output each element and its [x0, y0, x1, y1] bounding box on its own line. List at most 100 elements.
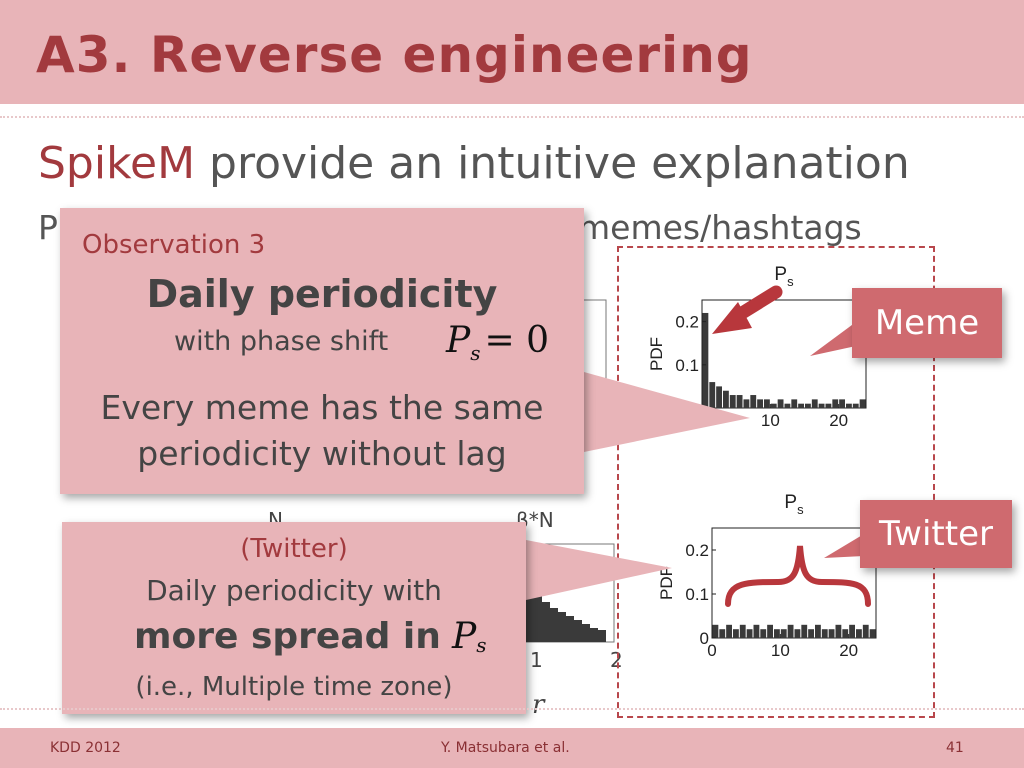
x-tick-label: 20: [829, 411, 848, 430]
bar: [719, 629, 726, 638]
bar: [869, 629, 876, 638]
observation-phase-text: with phase shift: [174, 326, 389, 357]
bar: [739, 624, 746, 638]
bar: [842, 629, 849, 638]
observation-heading: Daily periodicity: [146, 272, 498, 316]
footer-page-number: 41: [946, 740, 964, 756]
bar: [736, 395, 743, 408]
bar: [828, 629, 835, 638]
bar: [859, 399, 866, 408]
bar: [774, 629, 780, 638]
y-axis-label: PDF: [657, 566, 676, 600]
bar: [777, 399, 784, 408]
phase-shift-formula: Ps= 0: [446, 320, 549, 365]
twitter-note-symbol-sub: s: [476, 633, 487, 658]
bar: [780, 629, 787, 638]
bar: [723, 390, 729, 408]
observation-line-1: Every meme has the same: [100, 388, 544, 427]
bar: [750, 395, 757, 408]
bar: [787, 624, 794, 638]
formula-symbol: P: [446, 320, 471, 361]
plot-frame: [711, 527, 877, 639]
slide-subtitle: SpikeM provide an intuitive explanation: [38, 138, 910, 189]
bar: [849, 624, 855, 638]
y-tick-label: 0.2: [685, 541, 709, 560]
background-bars: [526, 590, 606, 642]
x-tick-label: 0: [707, 641, 716, 660]
bar: [743, 399, 750, 408]
chart-title: Ps: [784, 492, 804, 517]
footer-divider: [0, 708, 1024, 710]
formula-value: = 0: [484, 320, 550, 361]
bar: [794, 629, 801, 638]
slide-title: A3. Reverse engineering: [36, 26, 753, 84]
subtitle-rest: provide an intuitive explanation: [195, 138, 910, 189]
twitter-note-line-3: more spread in Ps: [134, 616, 486, 657]
y-tick-label: 0.1: [685, 585, 709, 604]
twitter-callout: [62, 522, 526, 714]
bar: [702, 312, 709, 408]
bar: [825, 403, 832, 408]
bar: [726, 624, 732, 638]
twitter-label: Twitter: [860, 500, 1012, 568]
y-axis-label: PDF: [647, 337, 666, 371]
footer-authors: Y. Matsubara et al.: [441, 740, 570, 756]
bar: [798, 403, 804, 408]
bar: [753, 624, 760, 638]
observation-line-2: periodicity without lag: [137, 434, 507, 473]
twitter-note-heading: (Twitter): [240, 534, 348, 564]
bar: [767, 624, 773, 638]
formula-subscript: s: [470, 341, 481, 366]
bar: [764, 399, 770, 408]
background-tick-2: 2: [610, 648, 623, 672]
header-divider: [0, 116, 1024, 118]
bar: [784, 403, 791, 408]
bar: [746, 629, 753, 638]
bar: [716, 386, 722, 408]
bar: [846, 403, 852, 408]
x-tick-label: 0: [697, 411, 706, 430]
bar: [709, 382, 716, 408]
bar: [757, 399, 763, 408]
bar: [852, 403, 859, 408]
y-tick-label: 0.1: [675, 356, 699, 375]
bar: [791, 399, 798, 408]
y-tick-label: 0: [700, 629, 709, 648]
y-tick-label: 0.2: [675, 313, 699, 332]
bar: [770, 403, 777, 408]
charts-dashed-frame: [617, 246, 935, 718]
bar: [832, 399, 839, 408]
bar: [808, 629, 814, 638]
footer-venue: KDD 2012: [50, 740, 121, 756]
observation-label: Observation 3: [82, 230, 266, 260]
bar: [729, 395, 736, 408]
twitter-note-emphasis: more spread in: [134, 616, 441, 657]
x-tick-label: 10: [761, 411, 780, 430]
twitter-note-line-4: (i.e., Multiple time zone): [135, 672, 453, 702]
subtitle-accent: SpikeM: [38, 138, 196, 189]
background-r-label: r: [532, 690, 545, 720]
background-tick-1: 1: [530, 648, 543, 672]
bar: [712, 624, 719, 638]
subline-left: P: [38, 208, 58, 247]
subline-right: memes/hashtags: [578, 208, 862, 247]
observation-callout: [60, 208, 584, 494]
bar: [818, 403, 825, 408]
bar: [835, 624, 842, 638]
bar: [815, 624, 821, 638]
bar: [839, 399, 845, 408]
bar: [805, 403, 811, 408]
footer-bar: KDD 2012 Y. Matsubara et al. 41: [0, 728, 1024, 768]
x-tick-label: 10: [771, 641, 790, 660]
bar: [733, 629, 739, 638]
bar: [856, 629, 862, 638]
bar: [811, 399, 818, 408]
chart-title: Ps: [774, 264, 794, 289]
bar: [862, 624, 869, 638]
meme-label: Meme: [852, 288, 1002, 358]
twitter-note-line-2: Daily periodicity with: [146, 574, 442, 607]
header-bar: A3. Reverse engineering: [0, 0, 1024, 104]
twitter-note-symbol: P: [451, 616, 477, 657]
x-tick-label: 20: [839, 641, 858, 660]
bar: [760, 629, 767, 638]
